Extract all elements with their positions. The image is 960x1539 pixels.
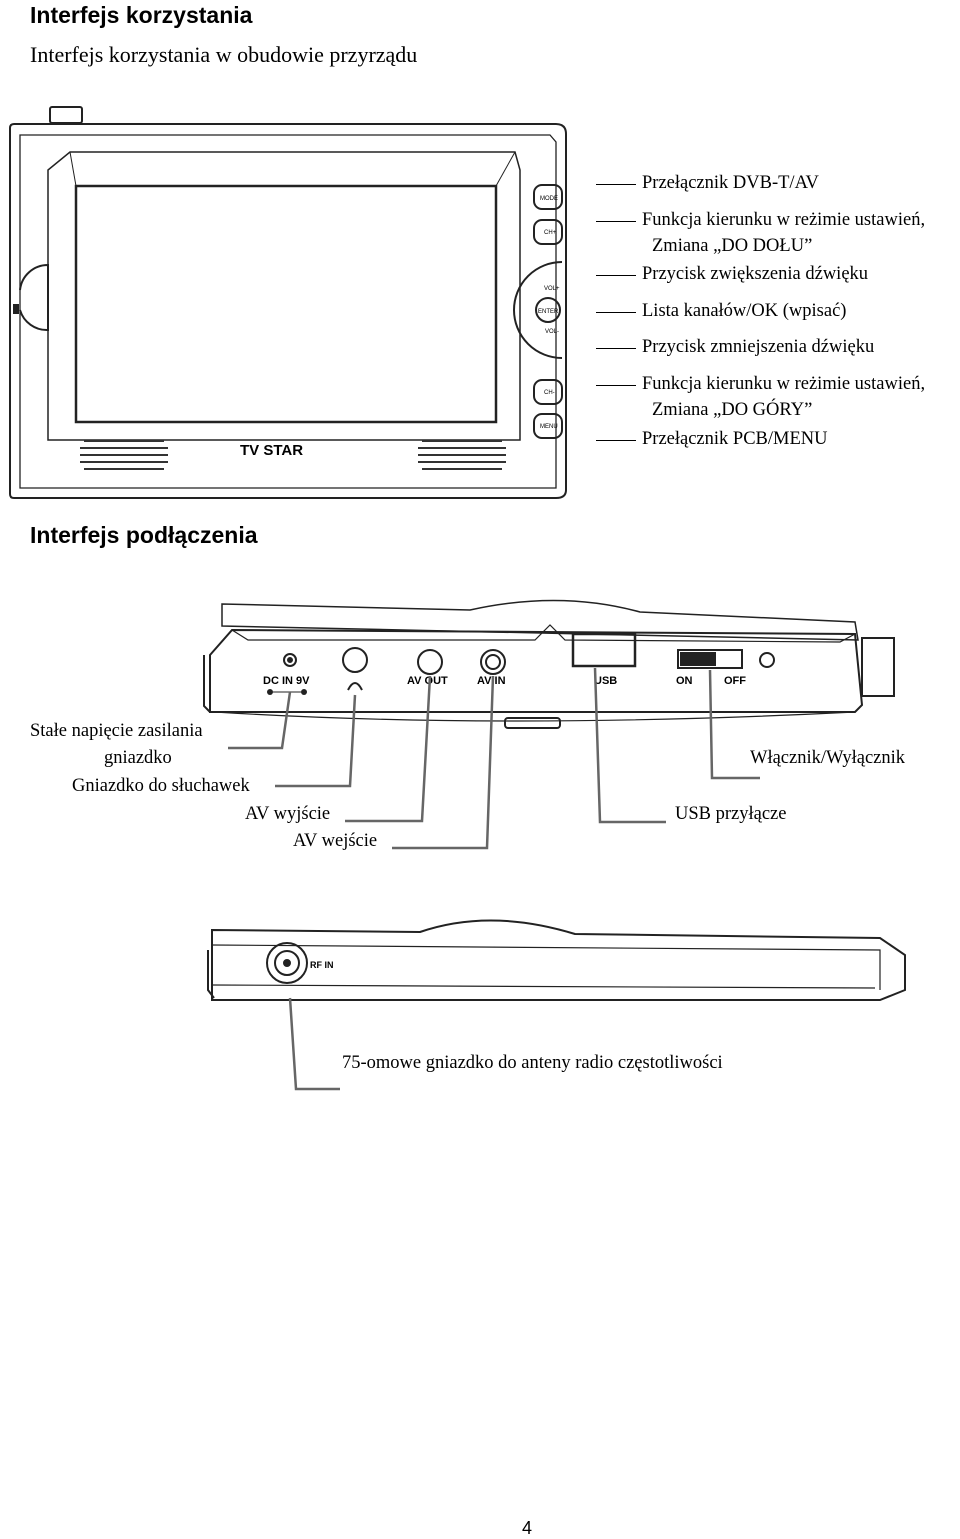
label-dvbt-av: Przełącznik DVB-T/AV	[596, 172, 819, 194]
page-number: 4	[522, 1518, 533, 1538]
ch-plus-text: CH+	[544, 230, 557, 236]
on-text: ON	[676, 675, 693, 687]
label-direction-up: Funkcja kierunku w reżimie ustawień,	[596, 373, 925, 395]
label-direction-down: Funkcja kierunku w reżimie ustawień,	[596, 209, 925, 231]
label-dc-power: Stałe napięcie zasilania	[30, 721, 203, 741]
section-heading-usage: Interfejs korzystania	[30, 2, 253, 28]
label-direction-down-2: Zmiana „DO DOŁU”	[652, 236, 813, 256]
label-volume-down: Przycisk zmniejszenia dźwięku	[596, 336, 874, 358]
mode-button-text: MODE	[540, 196, 558, 202]
label-direction-up-2: Zmiana „DO GÓRY”	[652, 400, 813, 420]
section-subheading: Interfejs korzystania w obudowie przyrzą…	[30, 42, 418, 67]
label-usb: USB przyłącze	[675, 804, 787, 824]
section-heading-connection: Interfejs podłączenia	[30, 522, 258, 548]
menu-button-text: MENU	[540, 424, 558, 430]
tvstar-logo: TV STAR	[240, 442, 303, 459]
ch-minus-text: CH-	[544, 390, 555, 396]
av-in-text: AV IN	[477, 675, 506, 687]
vol-plus-text: VOL+	[544, 286, 560, 292]
label-power-switch: Włącznik/Wyłącznik	[750, 748, 906, 768]
dc-in-text: DC IN 9V	[263, 675, 310, 687]
label-volume-up: Przycisk zwiększenia dźwięku	[596, 263, 868, 285]
rf-in-text: RF IN	[310, 960, 334, 970]
label-av-in: AV wejście	[293, 831, 378, 851]
label-dc-power-2: gniazdko	[104, 748, 172, 768]
label-antenna: 75-omowe gniazdko do anteny radio często…	[342, 1053, 723, 1073]
av-out-text: AV OUT	[407, 675, 448, 687]
label-pcb-menu: Przełącznik PCB/MENU	[596, 428, 828, 450]
usb-text: USB	[594, 675, 617, 687]
label-channel-list: Lista kanałów/OK (wpisać)	[596, 300, 846, 322]
enter-text: ENTER	[538, 309, 559, 315]
label-headphones: Gniazdko do słuchawek	[72, 776, 250, 796]
label-av-out: AV wyjście	[245, 804, 331, 824]
off-text: OFF	[724, 675, 746, 687]
vol-minus-text: VOL-	[545, 329, 559, 335]
